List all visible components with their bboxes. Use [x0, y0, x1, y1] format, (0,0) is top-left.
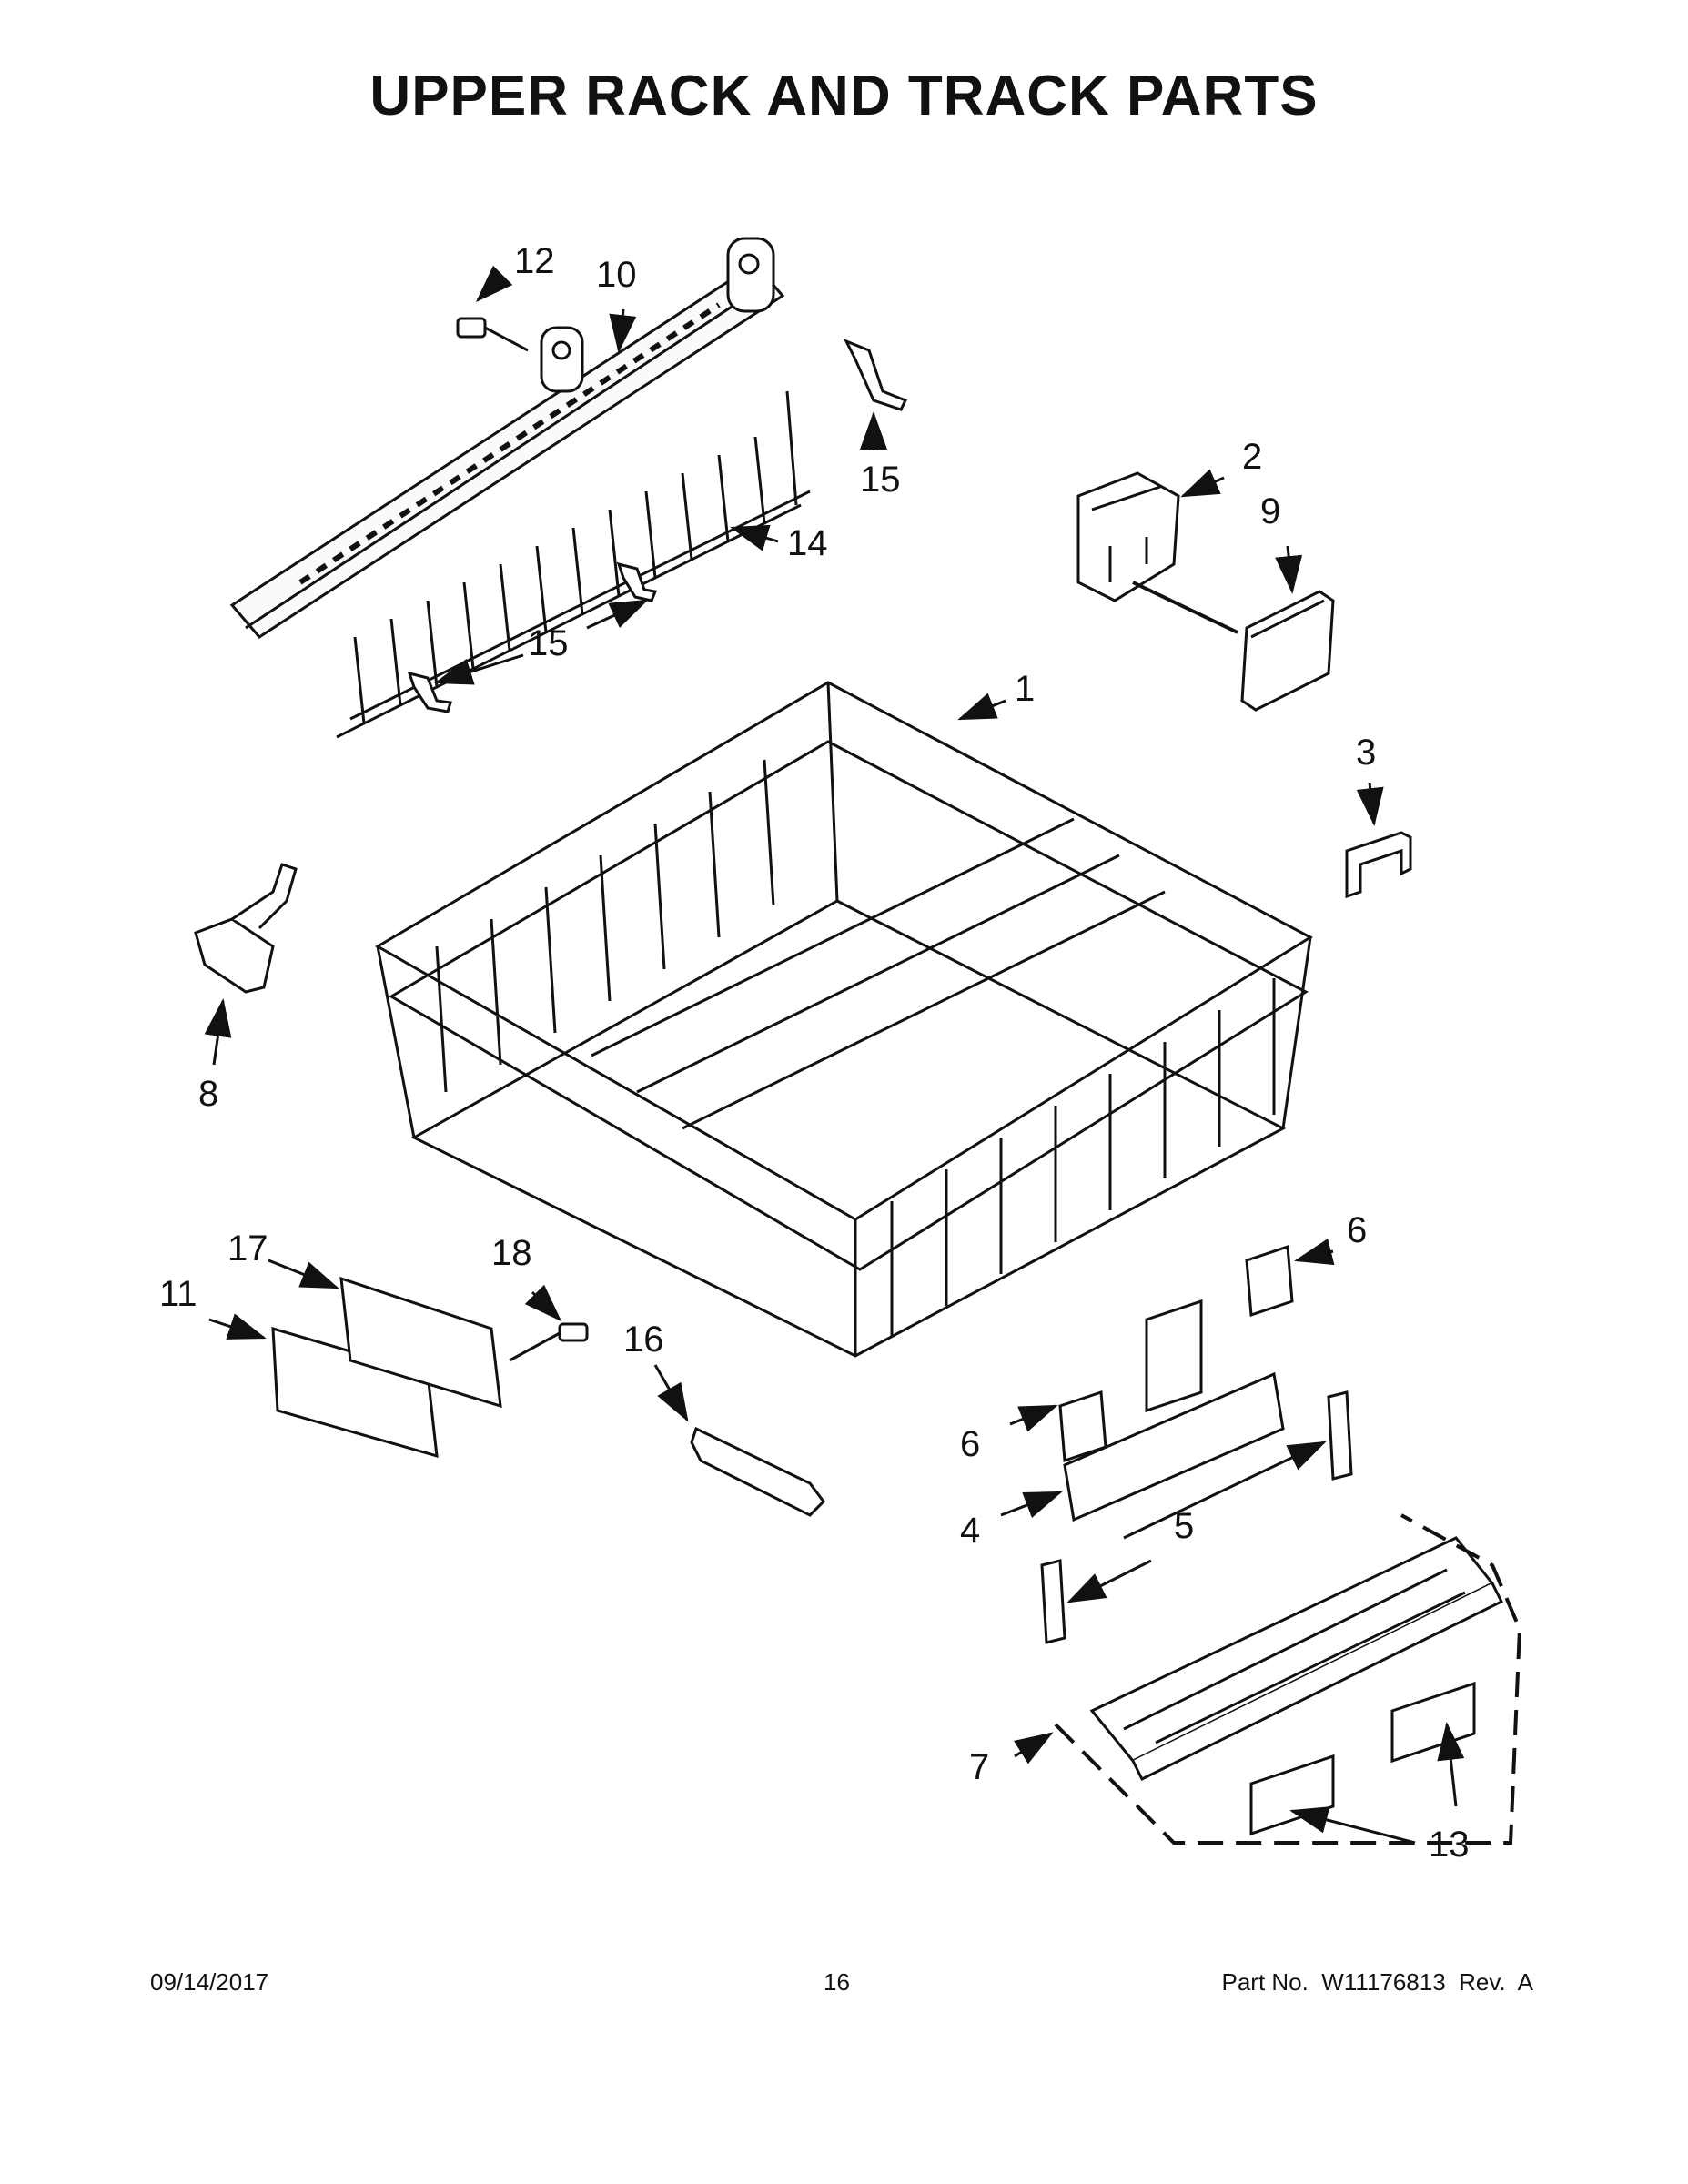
footer-date: 09/14/2017 [150, 1968, 269, 1996]
callout-4: 4 [960, 1511, 980, 1551]
callout-16: 16 [623, 1320, 664, 1360]
footer-page-number: 16 [824, 1968, 850, 1996]
callout-18: 18 [491, 1233, 532, 1273]
callout-3: 3 [1356, 733, 1376, 773]
callout-10: 10 [596, 255, 637, 295]
adjuster-assembly-part [1040, 1244, 1353, 1644]
page-title: UPPER RACK AND TRACK PARTS [369, 65, 1319, 127]
callout-5: 5 [1174, 1506, 1194, 1546]
handle-assembly-part [271, 1276, 589, 1459]
tine-row-part [336, 390, 811, 739]
callout-12: 12 [514, 241, 555, 281]
upper-rack-basket-part [375, 681, 1314, 1358]
callout-11: 11 [159, 1274, 197, 1314]
callout-8: 8 [198, 1074, 218, 1114]
callout-15-top: 15 [860, 460, 901, 500]
footer-part-number: Part No. W11176813 Rev. A [1221, 1968, 1533, 1996]
callout-6-right: 6 [1347, 1210, 1367, 1250]
callout-14: 14 [787, 523, 828, 563]
clip-part [407, 339, 908, 713]
screw-part [456, 317, 529, 352]
callout-7: 7 [969, 1747, 989, 1787]
callout-2: 2 [1242, 437, 1262, 477]
callout-1: 1 [1015, 669, 1035, 709]
cutlery-tray-dashed-outline [1054, 1513, 1522, 1845]
callout-leader-lines [204, 265, 1465, 1845]
callout-17: 17 [227, 1228, 268, 1269]
rack-adjuster-part [1076, 471, 1335, 712]
stop-clip-part [194, 863, 298, 994]
slide-bracket-part [690, 1426, 825, 1517]
track-rail-part [229, 237, 785, 639]
callout-9: 9 [1260, 491, 1280, 531]
callout-6-left: 6 [960, 1424, 980, 1464]
cutlery-tray-part [1089, 1536, 1504, 1836]
clip-small-part [1345, 831, 1412, 899]
callout-15-bottom: 15 [528, 623, 569, 663]
callout-13: 13 [1429, 1825, 1470, 1865]
